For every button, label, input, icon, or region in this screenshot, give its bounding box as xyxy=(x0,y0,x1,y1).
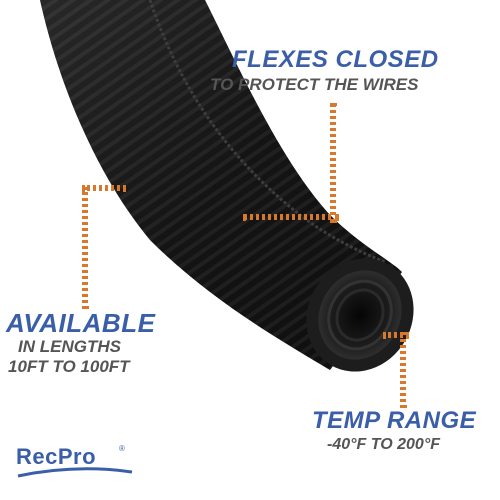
swoosh-icon xyxy=(17,467,133,478)
flexes-leader-vertical xyxy=(330,103,336,223)
flexes-closed-subtitle: TO PROTECT THE WIRES xyxy=(210,75,419,94)
lengths-leader-horizontal xyxy=(82,185,126,191)
available-heading: AVAILABLE xyxy=(6,308,156,338)
recpro-logo: RecPro ® xyxy=(16,444,136,478)
temp-range-subtitle: -40°F TO 200°F xyxy=(327,436,440,453)
temp-leader-horizontal xyxy=(383,332,409,338)
lengths-leader-vertical xyxy=(82,187,88,309)
brand-name: RecPro xyxy=(16,444,97,469)
available-line-1: IN LENGTHS xyxy=(18,337,121,356)
temp-range-heading: TEMP RANGE xyxy=(312,407,477,434)
flexes-closed-heading: FLEXES CLOSED xyxy=(232,46,439,73)
flexes-leader-horizontal xyxy=(243,214,339,220)
available-line-2: 10FT TO 100FT xyxy=(8,357,130,376)
registered-mark: ® xyxy=(119,444,125,453)
temp-leader-vertical xyxy=(400,332,406,408)
